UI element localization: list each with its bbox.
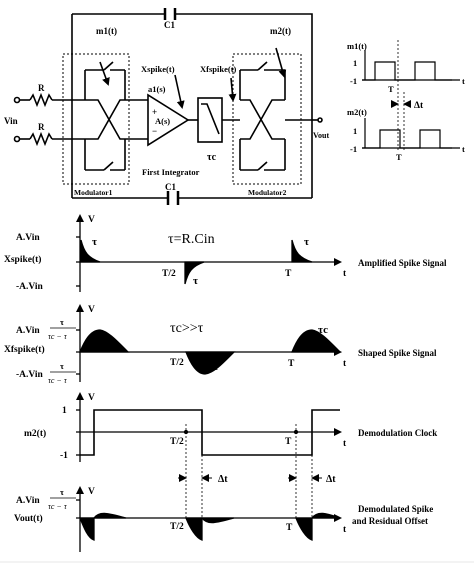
p1-caption: Amplified Spike Signal <box>358 258 447 268</box>
vin-label: Vin <box>4 116 18 126</box>
p2-t: t <box>343 359 347 369</box>
inset-m1-label: m1(t) <box>347 41 367 51</box>
p1-tau-2: τ <box>193 275 198 287</box>
p4-caption-2: and Residual Offset <box>352 516 428 526</box>
modulator1-label: Modulator1 <box>74 188 113 197</box>
panel-amplified-spike <box>76 214 342 292</box>
p1-period: T <box>285 269 292 279</box>
p1-tau-1: τ <box>92 236 97 248</box>
p2-v-label: V <box>88 305 95 315</box>
p3-period: T <box>285 437 292 447</box>
p2-bot-frac-num: τ <box>60 361 64 371</box>
p1-ylabel: Xspike(t) <box>4 254 41 265</box>
panel-shaped-spike-labels: V Xfspike(t) A.Vin τ τc − τ -A.Vin τ τc … <box>4 305 437 385</box>
p2-tau-c-1: τc <box>101 338 111 350</box>
plus-label: + <box>152 107 157 117</box>
circuit-labels: C1 C1 m1(t) m2(t) Xspike(t) Xfspike(t) a… <box>4 20 329 197</box>
panel-demodulated-output-labels: V Vout(t) A.Vin τ τc − τ T/2 T t Demodul… <box>14 487 433 535</box>
p2-tau-c-3: τc <box>318 324 328 336</box>
p4-dt-2: Δt <box>326 474 336 485</box>
p4-period: T <box>286 523 293 533</box>
p1-bottom-value: -A.Vin <box>16 282 44 292</box>
inset-one-b: 1 <box>353 126 357 136</box>
minus-label: − <box>152 126 157 136</box>
p2-bottom-value: -A.Vin <box>16 370 44 380</box>
c1-top-label: C1 <box>164 20 175 30</box>
p3-ylabel: m2(t) <box>24 428 46 439</box>
p4-caption-1: Demodulated Spike <box>358 504 433 514</box>
p4-v-label: V <box>88 487 95 497</box>
circuit-schematic <box>13 8 323 205</box>
p4-top-frac-num: τ <box>60 487 64 497</box>
p4-top-value: A.Vin <box>16 496 40 506</box>
p1-half-period: T/2 <box>162 269 176 279</box>
p1-equation: τ=R.Cin <box>168 232 215 247</box>
inset-t-b: t <box>462 144 465 154</box>
modulator2-label: Modulator2 <box>248 188 287 197</box>
r1-label: R <box>38 83 45 93</box>
p4-ylabel: Vout(t) <box>14 513 43 524</box>
inset-m2-label: m2(t) <box>347 107 367 117</box>
panel-amplified-spike-labels: V Xspike(t) A.Vin -A.Vin τ τ τ τ=R.Cin T… <box>4 215 447 292</box>
panel-shaped-spike <box>76 304 342 382</box>
p4-dt-1: Δt <box>218 474 228 485</box>
xfspike-label: Xfspike(t) <box>200 64 237 74</box>
inset-t-a: t <box>462 76 465 86</box>
p4-t: t <box>343 525 347 535</box>
vout-label: Vout <box>313 131 329 140</box>
p2-period: T <box>288 359 295 369</box>
p1-top-value: A.Vin <box>16 233 40 243</box>
r2-label: R <box>38 122 45 132</box>
p2-bot-frac-den: τc − τ <box>48 376 68 385</box>
p2-inequality: τc>>τ <box>170 321 204 336</box>
first-integrator-label: First Integrator <box>142 167 200 177</box>
p3-caption: Demodulation Clock <box>358 428 437 438</box>
p3-neg-one: -1 <box>60 451 68 461</box>
p3-one: 1 <box>62 406 67 416</box>
p3-half-period: T/2 <box>170 437 184 447</box>
inset-neg-b: -1 <box>350 144 357 154</box>
a1s-label: a1(s) <box>148 84 166 94</box>
clock-inset-labels: m1(t) m2(t) 1 -1 1 -1 t t T T Δt <box>347 41 465 162</box>
clock-inset <box>362 40 460 152</box>
p2-top-frac-num: τ <box>60 317 64 327</box>
inset-T-a: T <box>388 84 394 94</box>
panel-demodulated-output <box>0 486 474 563</box>
c1-bottom-label: C1 <box>165 182 176 192</box>
p2-top-frac-den: τc − τ <box>48 332 68 341</box>
m2-label: m2(t) <box>270 26 291 36</box>
inset-T-b: T <box>396 152 402 162</box>
xspike-label: Xspike(t) <box>141 64 175 74</box>
p1-tau-3: τ <box>304 236 309 248</box>
p2-half-period: T/2 <box>170 358 184 368</box>
p2-caption: Shaped Spike Signal <box>358 348 437 358</box>
panel-demodulation-clock-labels: V m2(t) 1 -1 T/2 T t Demodulation Clock <box>24 393 437 461</box>
tau-c-label: τc <box>207 152 217 163</box>
m1-label: m1(t) <box>96 26 117 36</box>
as-label: A(s) <box>155 116 170 126</box>
p4-half-period: T/2 <box>170 522 184 532</box>
p4-top-frac-den: τc − τ <box>48 502 68 511</box>
p3-v-label: V <box>88 393 95 403</box>
panel-demodulation-clock <box>76 392 342 520</box>
inset-dt-label: Δt <box>414 101 424 111</box>
p3-t: t <box>343 439 347 449</box>
p1-t: t <box>343 269 347 279</box>
inset-neg-a: -1 <box>350 76 357 86</box>
p2-tau-c-2: τc <box>208 361 218 373</box>
p1-v-label: V <box>88 215 95 225</box>
p2-top-value: A.Vin <box>16 326 40 336</box>
p2-ylabel: Xfspike(t) <box>4 344 45 355</box>
inset-one-a: 1 <box>353 58 357 68</box>
